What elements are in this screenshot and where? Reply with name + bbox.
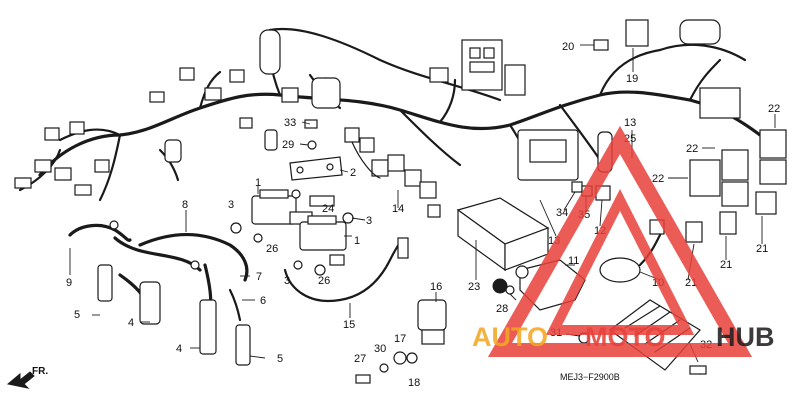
- callout-15: 15: [343, 319, 355, 331]
- connector-cluster-14: [344, 127, 441, 218]
- callout-29: 29: [282, 139, 294, 151]
- bolts-3-26: [230, 189, 354, 276]
- harness-connector-block: [461, 39, 526, 96]
- callout-13: 13: [624, 117, 636, 129]
- callout-30: 30: [374, 343, 386, 355]
- part-23-ecu: [456, 197, 550, 272]
- watermark-triangle: [487, 125, 753, 357]
- callout-33: 33: [284, 117, 296, 129]
- callout-22: 22: [768, 103, 780, 115]
- front-direction-arrow: FR.: [6, 366, 48, 389]
- callout-5: 5: [277, 353, 283, 365]
- parts-19-20: [593, 19, 741, 119]
- spark-plug-leads: [68, 220, 251, 366]
- watermark-logo: [487, 125, 753, 357]
- callout-21: 21: [756, 243, 768, 255]
- callout-4: 4: [128, 317, 134, 329]
- watermark-auto: AUTO: [472, 322, 548, 352]
- callout-26: 26: [318, 275, 330, 287]
- harness-relays-top: [259, 29, 449, 151]
- callout-23: 23: [468, 281, 480, 293]
- callout-27: 27: [354, 353, 366, 365]
- callout-24: 24: [322, 203, 334, 215]
- callout-3: 3: [284, 275, 290, 287]
- callout-4: 4: [176, 343, 182, 355]
- callout-20: 20: [562, 41, 574, 53]
- callout-5: 5: [74, 309, 80, 321]
- callout-19: 19: [626, 73, 638, 85]
- harness-connectors-left: [14, 67, 253, 196]
- callout-28: 28: [496, 303, 508, 315]
- callout-6: 6: [260, 295, 266, 307]
- callout-3: 3: [366, 215, 372, 227]
- callout-21: 21: [720, 259, 732, 271]
- watermark-triangle-inner: [545, 188, 695, 335]
- callout-7: 7: [256, 271, 262, 283]
- sub-harness-15: [283, 237, 409, 303]
- bolts-misc: [304, 119, 590, 344]
- callout-1: 1: [255, 177, 261, 189]
- callout-14: 14: [392, 203, 404, 215]
- callout-numbers: 1 1 2 3 3 3 4 4 5 5 6 7 8 9 10 11 12 13 …: [66, 41, 780, 389]
- part-10-sensor: [599, 219, 665, 283]
- callout-9: 9: [66, 277, 72, 289]
- part-bracket-2: [289, 156, 343, 181]
- ignition-coil-1-upper: [251, 189, 313, 225]
- callout-22: 22: [686, 143, 698, 155]
- watermark-text: AUTO MOTO HUB: [472, 322, 775, 352]
- hardware-17-18-27-30: [355, 351, 418, 384]
- callout-1: 1: [354, 235, 360, 247]
- diagram-code: MEJ3−F2900B: [560, 372, 620, 382]
- callout-2: 2: [350, 167, 356, 179]
- callout-11: 11: [568, 255, 579, 267]
- leader-lines: [69, 44, 776, 363]
- watermark-moto: MOTO: [585, 322, 666, 352]
- callout-18: 18: [408, 377, 420, 389]
- callout-3: 3: [228, 199, 234, 211]
- relays-21-22: [685, 129, 787, 243]
- callout-22: 22: [652, 173, 664, 185]
- callout-26: 26: [266, 243, 278, 255]
- callout-34: 34: [556, 207, 568, 219]
- main-wire-harness: [18, 28, 762, 202]
- front-label: FR.: [32, 366, 48, 377]
- callout-8: 8: [182, 199, 188, 211]
- callout-17: 17: [394, 333, 406, 345]
- callout-16: 16: [430, 281, 442, 293]
- watermark-hub: HUB: [716, 322, 775, 352]
- part-16-fuse-holder: [417, 299, 447, 345]
